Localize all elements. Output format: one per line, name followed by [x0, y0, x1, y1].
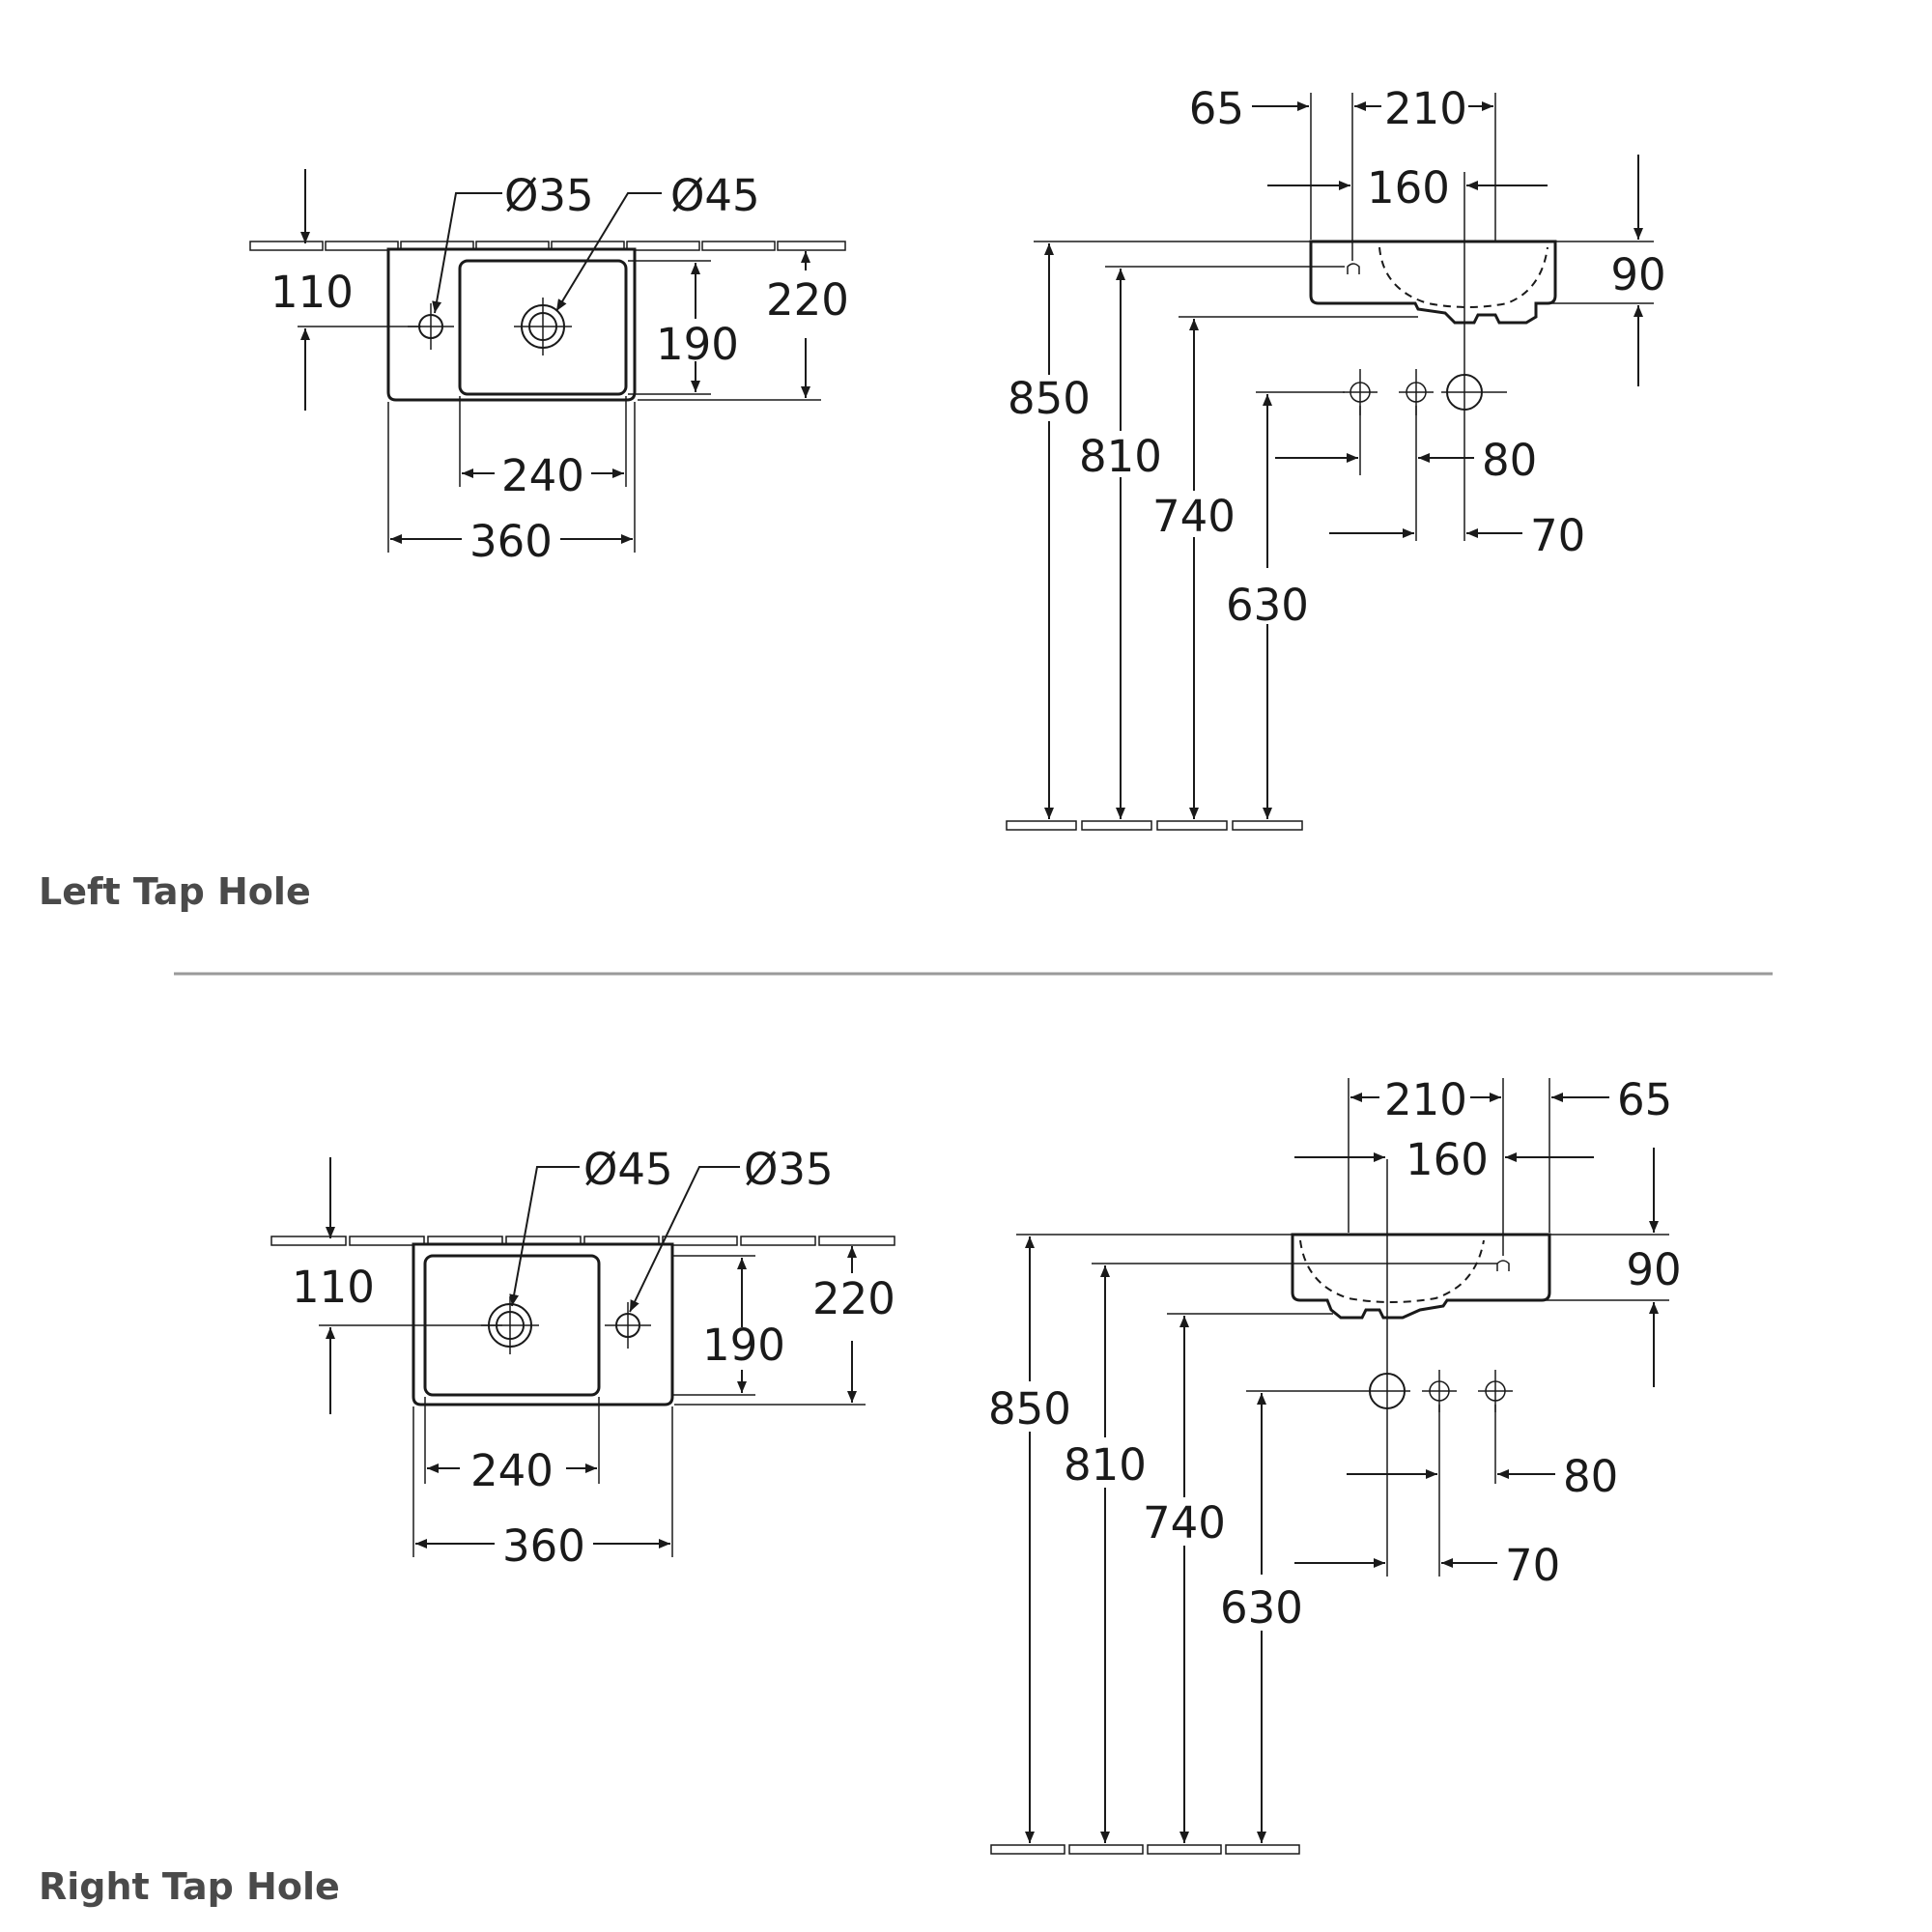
total-depth-label: 220	[812, 1273, 895, 1324]
pipe-connections	[1246, 1370, 1513, 1412]
section-left-tap-hole: Ø35 Ø45 110 190 220 240	[39, 83, 1666, 913]
bowl-width-label: 240	[501, 450, 584, 501]
pipe-spacing-b-label: 70	[1530, 510, 1585, 561]
edge-gap-label: 65	[1189, 83, 1244, 134]
tap-hole-diameter-label: Ø35	[504, 170, 594, 221]
basin-profile	[1309, 240, 1557, 325]
plan-view: Ø35 Ø45 110 190 220 240	[249, 169, 849, 567]
overflow-hook	[1347, 263, 1360, 274]
tap-offset-label: 110	[292, 1262, 375, 1313]
inner-height-label: 810	[1064, 1439, 1147, 1491]
floor-line	[990, 1844, 1300, 1855]
tap-hole	[605, 1302, 651, 1349]
bowl-depth-label: 190	[702, 1320, 785, 1371]
waste-hole-diameter-label: Ø45	[670, 170, 760, 221]
pipe-spacing-a-label: 80	[1482, 435, 1537, 486]
bowl-span-label: 210	[1384, 83, 1467, 134]
basin-height-label: 90	[1626, 1244, 1681, 1295]
total-depth-label: 220	[766, 274, 849, 326]
waste-height-label: 740	[1152, 491, 1236, 542]
plan-view: Ø45 Ø35 110 190 220 240	[270, 1144, 895, 1572]
edge-gap-label: 65	[1617, 1074, 1672, 1125]
bowl-depth-label: 190	[656, 319, 739, 370]
bowl-width-label: 240	[470, 1445, 554, 1496]
outlet-span-label: 160	[1367, 162, 1450, 213]
overflow-hook	[1496, 1260, 1510, 1271]
side-view: 65 210 160 90 850 810 740	[1006, 83, 1666, 831]
bowl-dashed-profile	[1299, 1239, 1485, 1303]
trap-height-label: 630	[1226, 580, 1309, 631]
pipe-connections	[1256, 369, 1507, 415]
outlet-span-label: 160	[1406, 1134, 1489, 1185]
pipe-spacing-b-label: 70	[1505, 1540, 1560, 1591]
pipe-spacing-a-label: 80	[1563, 1451, 1618, 1502]
waste-height-label: 740	[1143, 1497, 1226, 1548]
rim-height-label: 850	[988, 1383, 1071, 1435]
total-width-label: 360	[469, 516, 553, 567]
tap-offset-label: 110	[270, 267, 354, 318]
total-width-label: 360	[502, 1520, 585, 1572]
basin-profile	[1291, 1233, 1551, 1320]
trap-height-label: 630	[1220, 1582, 1303, 1634]
rim-height-label: 850	[1008, 373, 1091, 424]
basin-height-label: 90	[1610, 249, 1665, 300]
section-right-tap-hole: Ø45 Ø35 110 190 220 240	[39, 1074, 1682, 1908]
tap-hole-diameter-label: Ø35	[744, 1144, 834, 1195]
side-view: 210 65 160 90 850 810 740	[988, 1074, 1682, 1855]
section-caption: Left Tap Hole	[39, 870, 311, 913]
inner-height-label: 810	[1079, 431, 1162, 482]
waste-hole	[514, 298, 572, 355]
floor-line	[1006, 820, 1303, 831]
bowl-span-label: 210	[1384, 1074, 1467, 1125]
waste-hole-diameter-label: Ø45	[583, 1144, 673, 1195]
section-caption: Right Tap Hole	[39, 1865, 340, 1908]
